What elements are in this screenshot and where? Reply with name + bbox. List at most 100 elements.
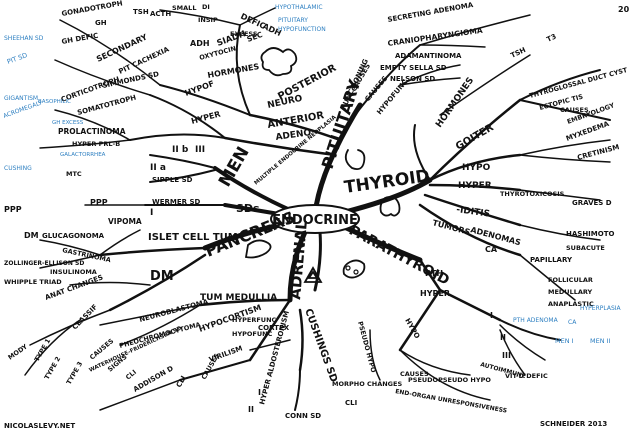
pancreas-anat-line — [69, 281, 151, 286]
thyroid-tumors-line — [418, 203, 522, 257]
parathyroid-i-line — [499, 319, 561, 341]
pancreas-islet-line — [98, 246, 207, 257]
thyroid-embryology-line — [519, 69, 601, 101]
pituitary-posterior-line — [248, 113, 342, 142]
central-hub: ENDOCRINE — [270, 204, 360, 234]
page-number: 20 — [618, 5, 630, 14]
adrenal-branches — [99, 298, 304, 411]
adrenal-addison-line — [99, 379, 181, 411]
label-causes-thyroid: CAUSES — [560, 106, 589, 114]
label-hashimoto: HASHIMOTO — [566, 230, 614, 238]
label-zollinger: ZOLLINGER-ELLISON SD — [4, 260, 84, 267]
center-label: ENDOCRINE — [272, 213, 358, 228]
pituitary-branches — [39, 7, 531, 157]
adrenal-hypocortism-line — [179, 359, 251, 381]
thyroid-causes-line — [519, 99, 611, 121]
label-somatotroph: SOMATOTROPH — [76, 93, 137, 116]
label-cli-parathyroid: CLI — [345, 399, 357, 407]
men-branches — [84, 154, 226, 206]
thyroid-hypo-line — [428, 153, 522, 182]
parathyroid-hypo-line — [398, 288, 442, 352]
label-islet: ISLET CELL TUM — [148, 232, 238, 243]
men-iia-line — [149, 169, 216, 183]
label-type-1: TYPE 1 — [33, 337, 53, 363]
pituitary-doodle — [344, 149, 366, 171]
thyroid-label: THYROID — [343, 166, 431, 198]
label-tsh: TSH — [133, 8, 149, 16]
label-hypo-thyroid: HYPO — [462, 163, 491, 173]
doodles — [244, 47, 401, 283]
label-cushings: CUSHINGS SD — [302, 307, 339, 384]
thyroid-hormones-line — [413, 124, 431, 181]
adrenal-doodle — [303, 266, 323, 283]
label-goiter: GOITER — [454, 122, 496, 153]
pituitary-somato-line — [54, 109, 131, 141]
trunk-misc — [313, 230, 322, 292]
label-hypof: HYPOF — [184, 79, 216, 98]
label-gonadotroph: GONADOTROPH — [61, 0, 123, 18]
label-men-iia: II a — [150, 163, 166, 173]
parathyroid-branches — [369, 258, 561, 401]
label-excess: EXCESS — [230, 30, 258, 38]
thyroid-labels: HORMONES TSH T3 GOITER THYROGLOSSAL DUCT… — [431, 32, 628, 308]
label-hypofunc-adrenal: HYPOFUNC — [232, 330, 273, 338]
label-papillary: PAPILLARY — [530, 256, 573, 264]
label-cortex: CORTEX — [258, 324, 290, 332]
parathyroid-doodle — [342, 259, 366, 279]
pituitary-di-line — [159, 9, 241, 26]
label-neuro: NEURO — [267, 94, 304, 111]
thyroid-cretinism-line — [519, 154, 611, 163]
label-glucagonoma: GLUCAGONOMA — [42, 232, 105, 240]
thyroid-graves-line — [519, 189, 601, 201]
label-wermer: WERMER SD — [152, 198, 201, 206]
trunk-adrenal — [287, 229, 308, 303]
label-causes-parathyroid: CAUSES — [400, 370, 429, 378]
label-hyper-i: I — [490, 311, 493, 320]
parathyroid-label: PARATHYROID — [346, 222, 452, 288]
label-mtc: MTC — [66, 170, 82, 178]
note-basophilic: BASOPHILIC — [38, 99, 71, 105]
parathyroid-iii-line — [499, 329, 526, 376]
label-empty-sella: EMPTY SELLA SD — [380, 64, 447, 72]
label-iditis: -IDITIS — [456, 205, 491, 220]
signature: SCHNEIDER 2013 — [540, 420, 607, 428]
adrenal-pheo-line — [119, 304, 201, 346]
label-ppp2: PPP — [4, 205, 22, 214]
note-hypothalamic: HYPOTHALAMIC — [275, 4, 323, 11]
label-adrenal-ii: II — [248, 405, 254, 414]
note-galactorrhea: GALACTORRHEA — [60, 152, 106, 158]
adrenal-neuroblastoma-line — [99, 304, 201, 326]
parathyroid-dot-1 — [345, 265, 351, 271]
note-cushing: CUSHING — [4, 165, 32, 172]
label-adeno: ADENO — [275, 128, 312, 143]
note-pth-adenoma: PTH ADENOMA — [513, 317, 559, 324]
note-gh-excess: GH EXCESS — [52, 120, 84, 126]
label-small: SMALL — [172, 4, 196, 12]
label-cli-pancreas: CLI — [124, 368, 138, 381]
parathyroid-causes-line — [399, 349, 471, 376]
pituitary-adh-line — [235, 24, 251, 116]
pituitary-hypof-line — [149, 94, 226, 139]
label-nelson: NELSON SD — [390, 75, 435, 83]
label-gh-defic: GH DEFIC — [61, 32, 99, 46]
adrenal-cortex-line — [248, 298, 292, 362]
thyroid-iditis-line — [423, 193, 522, 227]
adrenal-virilism-line — [249, 339, 291, 351]
thyroid-myxedema-line — [519, 139, 611, 156]
pancreas-glucagonoma-line — [39, 239, 101, 256]
label-t3: T3 — [545, 32, 557, 43]
parathyroid-labels: PTH HYPER HYPO PSEUDO HYPO PSEUDOPSEUDO … — [332, 269, 548, 415]
sds-label: SDs — [236, 202, 260, 215]
label-anaplastic: ANAPLASTIC — [548, 300, 594, 308]
adrenal-medulla-line — [198, 298, 292, 307]
thyroid-branches — [413, 54, 611, 301]
label-men-dm: DM — [24, 231, 39, 240]
label-adrenal-i: I — [258, 388, 261, 397]
label-pseudo-hypo: PSEUDO HYPO — [356, 320, 378, 374]
pituitary-prolactinoma-line — [39, 139, 131, 149]
label-gh: GH — [95, 19, 107, 27]
label-follicular: FOLLICULAR — [548, 276, 593, 284]
parathyroid-pseudo-line — [369, 329, 381, 381]
label-insip: INSIP — [198, 16, 218, 24]
pancreas-doodle — [244, 239, 272, 259]
